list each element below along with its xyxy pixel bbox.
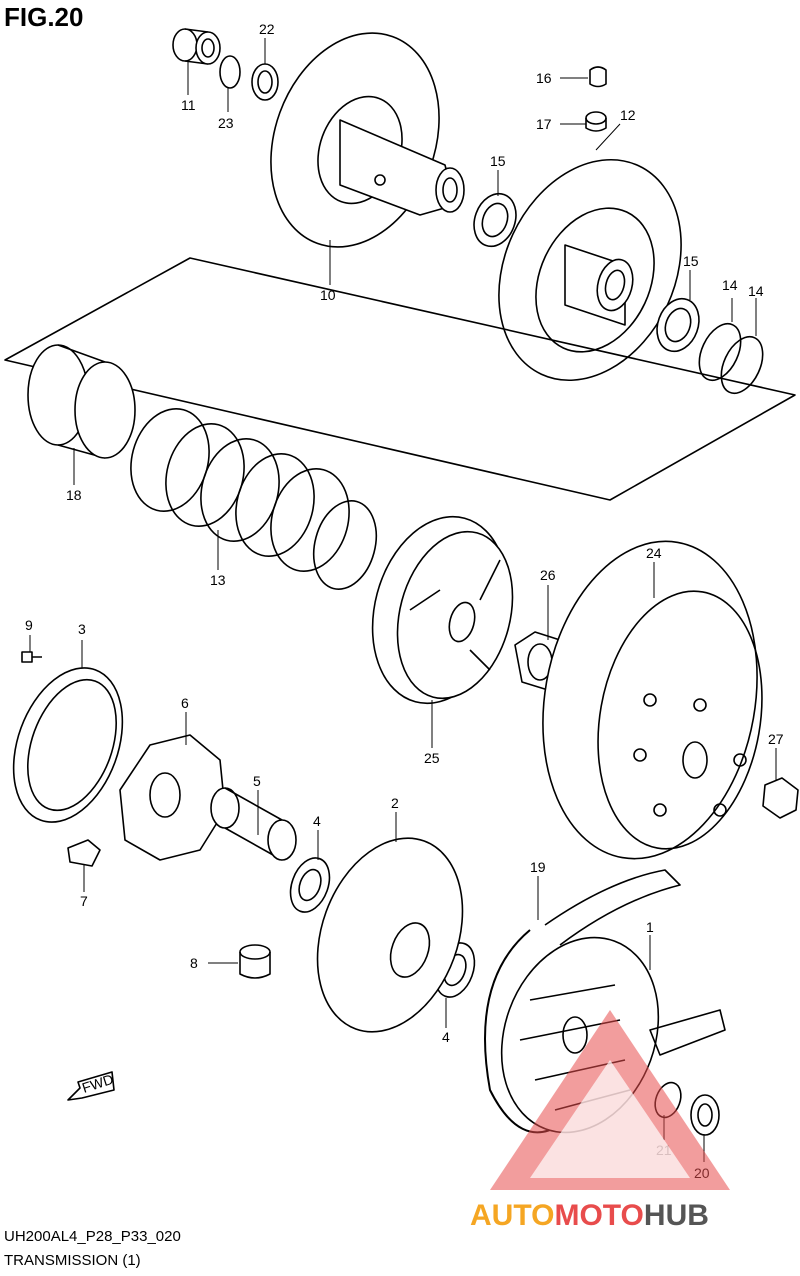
compression-spring-part [130, 408, 378, 590]
o-ring-part [720, 335, 764, 395]
callout-18: 18 [66, 487, 82, 503]
callout-12: 12 [620, 107, 636, 123]
drive-nut-part [690, 1094, 720, 1136]
callout-7: 7 [80, 893, 88, 909]
housing-nut-part [762, 777, 799, 819]
callout-1: 1 [646, 919, 654, 935]
watermark-hub: HUB [644, 1199, 709, 1232]
callout-10: 10 [320, 287, 336, 303]
callout-6: 6 [181, 695, 189, 711]
callout-25: 25 [424, 750, 440, 766]
guide-collar-part [585, 111, 607, 132]
callout-2: 2 [391, 795, 399, 811]
collar-part [239, 944, 271, 979]
callout-27: 27 [768, 731, 784, 747]
spacer-part [210, 787, 297, 861]
needle-bearing-part [172, 28, 221, 65]
slide-piece-part [67, 839, 101, 867]
callout-22: 22 [259, 21, 275, 37]
clutch-housing-part [542, 540, 763, 860]
figure-code: UH200AL4_P28_P33_020 [4, 1228, 181, 1245]
callout-3: 3 [78, 621, 86, 637]
callout-17: 17 [536, 116, 552, 132]
callout-4-upper: 4 [313, 813, 321, 829]
callout-16: 16 [536, 70, 552, 86]
sub-assembly-frame [4, 257, 796, 501]
bearing-part [289, 857, 331, 913]
fwd-arrow-icon [67, 1071, 115, 1101]
callout-15-upper: 15 [490, 153, 506, 169]
callout-14-a: 14 [722, 277, 738, 293]
clutch-shoe-assembly-part [371, 515, 514, 705]
callout-4-lower: 4 [442, 1029, 450, 1045]
figure-caption: TRANSMISSION (1) [4, 1252, 141, 1269]
figure-title: FIG.20 [4, 2, 84, 32]
callout-23: 23 [218, 115, 234, 131]
callout-5: 5 [253, 773, 261, 789]
bearing-part [251, 63, 279, 101]
svg-text:AUTOMOTOHUB: AUTOMOTOHUB [470, 1199, 709, 1232]
callout-15-lower: 15 [683, 253, 699, 269]
callout-13: 13 [210, 572, 226, 588]
spring-seat-part [27, 344, 136, 459]
ramp-plate-part [119, 734, 226, 861]
watermark-auto: AUTO [470, 1199, 554, 1232]
oil-seal-part [656, 297, 700, 353]
callout-11: 11 [181, 97, 196, 113]
movable-driven-face-part [498, 158, 682, 382]
callout-19: 19 [530, 859, 546, 875]
guide-pin-part [589, 66, 607, 88]
oil-seal-part [473, 192, 517, 248]
callout-24: 24 [646, 545, 662, 561]
callout-9: 9 [25, 617, 33, 633]
callout-26: 26 [540, 567, 556, 583]
watermark-logo: AUTOMOTOHUB [470, 1010, 730, 1232]
o-ring-part [698, 322, 742, 382]
cover-plate-part [12, 667, 124, 823]
snap-ring-part [219, 55, 241, 89]
callout-8: 8 [190, 955, 198, 971]
watermark-moto: MOTO [554, 1199, 643, 1232]
callout-14-b: 14 [748, 283, 764, 299]
driven-face-part [270, 32, 465, 248]
screw-part [21, 651, 42, 663]
movable-drive-face-part [316, 837, 464, 1033]
